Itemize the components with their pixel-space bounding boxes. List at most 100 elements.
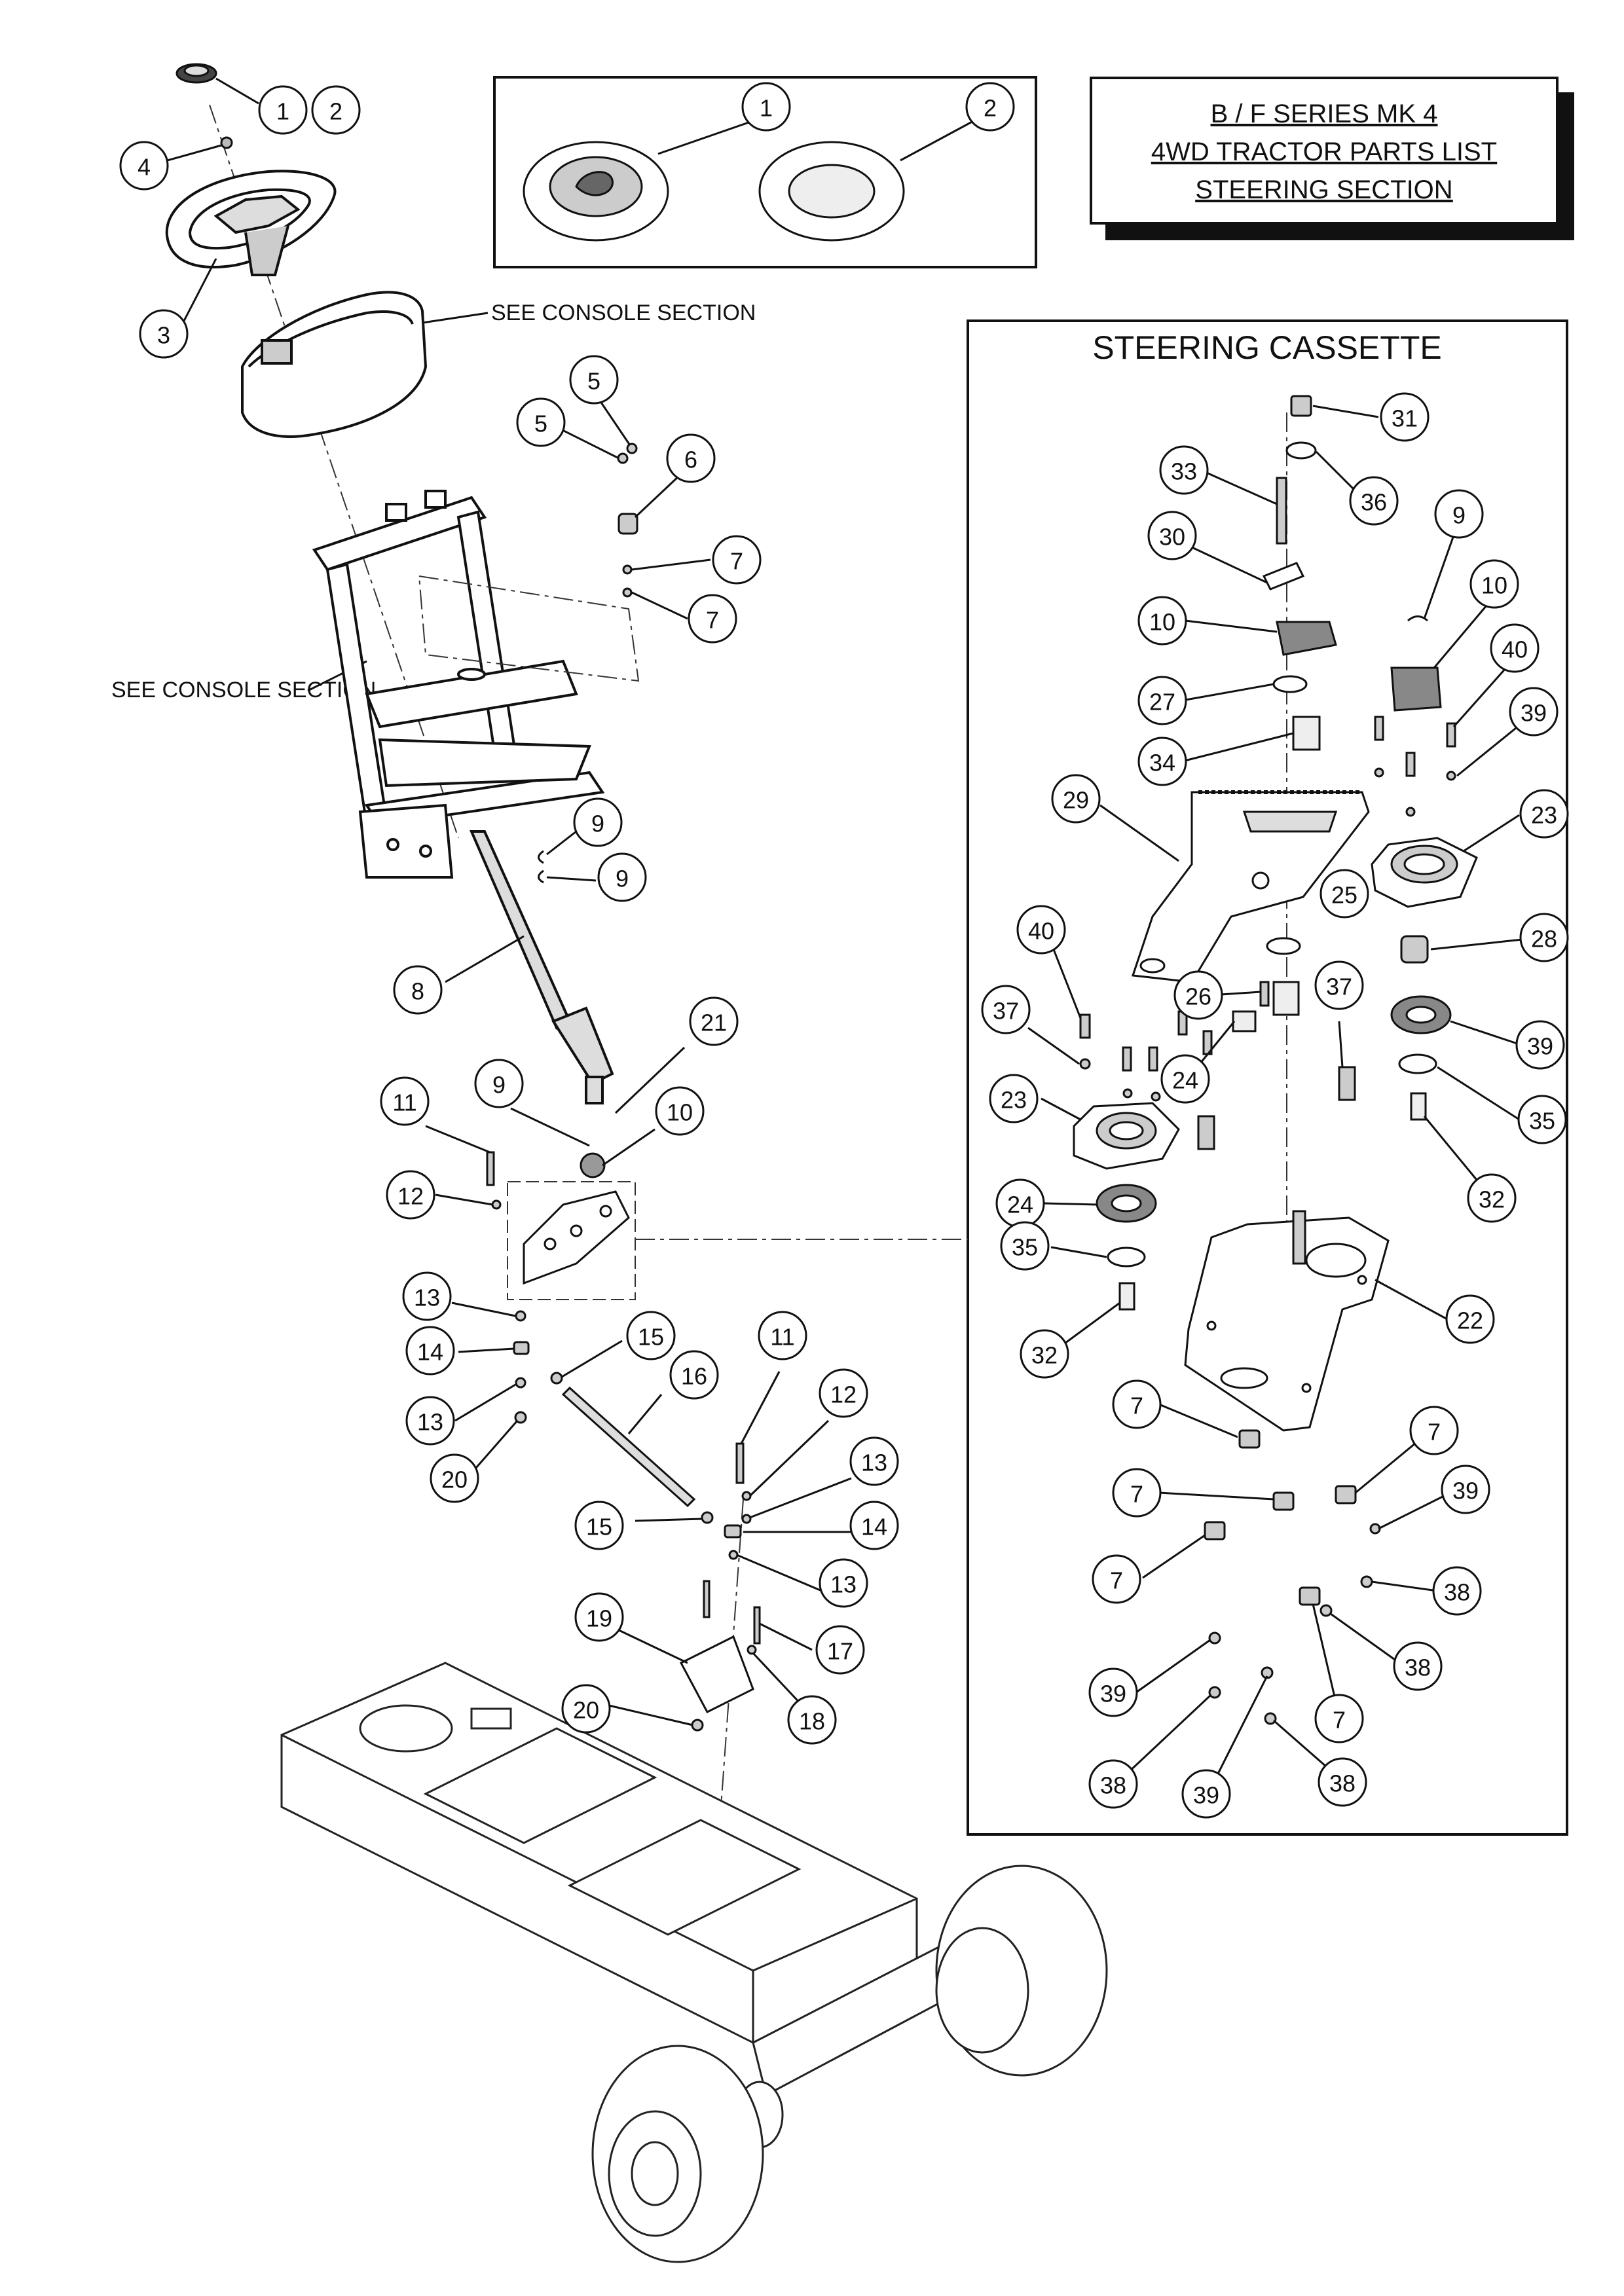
callout-number: 7: [706, 607, 719, 634]
callout-31: 31: [1380, 392, 1430, 442]
callout-11: 11: [380, 1076, 430, 1126]
title-line-3: STEERING SECTION: [1195, 175, 1453, 204]
callout-circle: [1137, 596, 1187, 646]
callout-35: 35: [1000, 1221, 1050, 1271]
callout-4: 4: [119, 141, 169, 191]
callout-number: 4: [138, 154, 151, 181]
callout-9: 9: [597, 852, 647, 902]
callout-3: 3: [139, 309, 189, 359]
callout-23: 23: [1519, 789, 1569, 839]
callout-circle: [1159, 445, 1209, 495]
callout-circle: [1393, 1641, 1443, 1691]
callout-13: 13: [402, 1271, 452, 1321]
callout-number: 16: [681, 1363, 707, 1390]
callout-number: 18: [799, 1708, 825, 1735]
callout-circle: [981, 985, 1031, 1034]
title-line-2: 4WD TRACTOR PARTS LIST: [1151, 137, 1498, 166]
callout-circle: [516, 397, 566, 447]
cassette-right-screws: [1374, 716, 1456, 817]
callout-circle: [561, 1684, 611, 1734]
callout-number: 2: [984, 95, 997, 122]
cap-2-icon: [758, 141, 905, 242]
callout-12: 12: [819, 1368, 868, 1418]
callout-number: 31: [1392, 405, 1418, 432]
callout-39: 39: [1181, 1769, 1231, 1819]
callout-circle: [1088, 1667, 1138, 1717]
callout-circle: [965, 82, 1015, 132]
callout-7: 7: [1092, 1554, 1141, 1604]
callout-5: 5: [516, 397, 566, 447]
bolt-icon: [486, 1151, 495, 1186]
callout-number: 13: [414, 1285, 440, 1311]
callout-number: 15: [586, 1514, 612, 1540]
cap-1-icon: [523, 141, 669, 242]
callout-circle: [1409, 1406, 1459, 1455]
callout-circle: [573, 797, 623, 847]
callout-number: 20: [441, 1467, 468, 1493]
sector-gear-icon: [1131, 790, 1370, 983]
callout-number: 40: [1028, 918, 1054, 945]
callout-39: 39: [1515, 1020, 1565, 1070]
callout-26: 26: [1173, 970, 1223, 1020]
callout-circle: [139, 309, 189, 359]
callout-number: 1: [276, 98, 289, 125]
callout-number: 9: [492, 1072, 506, 1099]
steering-wheel-icon: [165, 170, 337, 276]
callout-number: 27: [1149, 689, 1175, 716]
callout-23: 23: [989, 1074, 1039, 1123]
callout-circle: [1137, 737, 1187, 786]
callout-circle: [1314, 960, 1364, 1010]
console-leader-1: [422, 312, 489, 324]
callout-25: 25: [1320, 869, 1369, 919]
callout-circle: [626, 1311, 676, 1360]
callout-7: 7: [1409, 1406, 1459, 1455]
callout-number: 2: [329, 98, 342, 125]
callout-circle: [1320, 869, 1369, 919]
callout-number: 39: [1193, 1782, 1219, 1809]
title-line-1: B / F SERIES MK 4: [1210, 100, 1438, 128]
callout-number: 14: [861, 1514, 887, 1540]
pinion-gear-icon: [1390, 615, 1442, 712]
callout-34: 34: [1137, 737, 1187, 786]
callout-38: 38: [1318, 1757, 1367, 1807]
callout-9: 9: [1434, 489, 1484, 539]
callout-15: 15: [574, 1501, 624, 1550]
callout-circle: [380, 1076, 430, 1126]
callout-circle: [574, 1592, 624, 1642]
callout-15: 15: [626, 1311, 676, 1360]
right-bearing-stack: [1390, 935, 1452, 1121]
callout-number: 22: [1457, 1307, 1483, 1334]
callout-circle: [393, 965, 443, 1015]
callout-37: 37: [981, 985, 1031, 1034]
base-plate-icon: [1184, 1210, 1390, 1432]
callout-circle: [1434, 489, 1484, 539]
title-block: B / F SERIES MK 4 4WD TRACTOR PARTS LIST…: [1090, 77, 1559, 225]
callout-number: 34: [1149, 750, 1175, 776]
callout-32: 32: [1020, 1329, 1069, 1379]
callout-39: 39: [1509, 687, 1559, 737]
callout-18: 18: [787, 1695, 837, 1745]
callout-number: 13: [830, 1571, 857, 1598]
washer-icon: [491, 1199, 502, 1210]
callout-number: 7: [1130, 1393, 1143, 1419]
callout-number: 8: [411, 978, 424, 1005]
callout-number: 37: [1326, 974, 1352, 1000]
callout-circle: [1519, 789, 1569, 839]
callout-circle: [597, 852, 647, 902]
callout-circle: [849, 1436, 899, 1486]
bolt-37-left-icon: [1197, 1115, 1215, 1150]
callout-circle: [689, 996, 739, 1046]
steering-bracket-icon: [523, 1152, 630, 1285]
callout-circle: [1181, 1769, 1231, 1819]
callout-circle: [1467, 1173, 1517, 1223]
callout-number: 32: [1479, 1186, 1505, 1213]
callout-circle: [1160, 1054, 1210, 1104]
callout-1: 1: [258, 85, 308, 135]
callout-16: 16: [669, 1350, 719, 1400]
callout-number: 38: [1444, 1579, 1470, 1606]
callout-number: 38: [1329, 1770, 1356, 1797]
callout-circle: [688, 594, 737, 644]
callout-number: 35: [1529, 1108, 1555, 1135]
steering-shaft-icon: [469, 830, 614, 1104]
